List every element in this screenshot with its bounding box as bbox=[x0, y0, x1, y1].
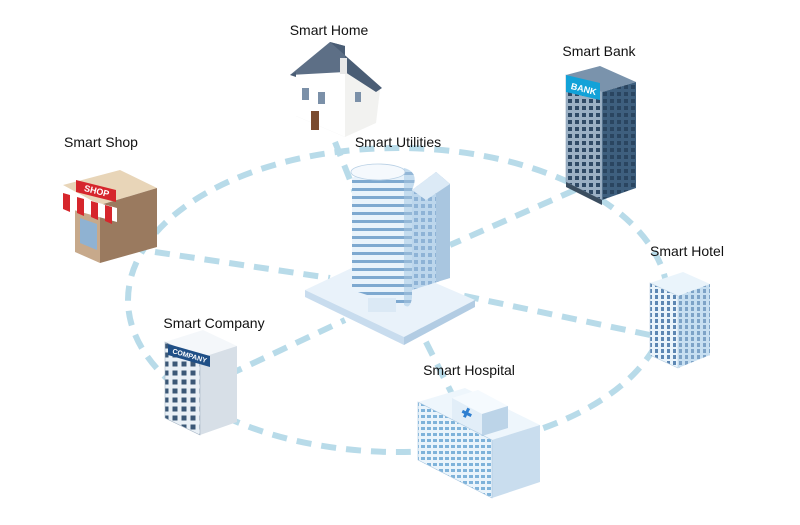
connector-bank bbox=[448, 187, 577, 248]
smart-company-icon: COMPANY bbox=[164, 330, 237, 436]
smart-utilities-label: Smart Utilities bbox=[355, 134, 441, 150]
smart-bank-label: Smart Bank bbox=[562, 43, 636, 59]
smart-hospital-icon bbox=[417, 388, 540, 499]
smart-utilities-icon bbox=[305, 163, 475, 345]
smart-home-icon bbox=[290, 42, 382, 137]
smart-bank-icon: BANK bbox=[565, 66, 636, 205]
connector-hotel bbox=[459, 292, 651, 338]
smart-hotel-label: Smart Hotel bbox=[650, 243, 724, 259]
smart-company-label: Smart Company bbox=[163, 315, 264, 331]
connector-shop bbox=[154, 249, 331, 281]
smart-shop-icon: SHOP bbox=[63, 170, 157, 263]
connector-company bbox=[226, 317, 347, 378]
connector-hospital bbox=[412, 318, 458, 402]
smart-shop-label: Smart Shop bbox=[64, 134, 138, 150]
smart-hotel-icon bbox=[649, 272, 710, 369]
smart-home-label: Smart Home bbox=[290, 22, 369, 38]
smart-hospital-label: Smart Hospital bbox=[423, 362, 515, 378]
